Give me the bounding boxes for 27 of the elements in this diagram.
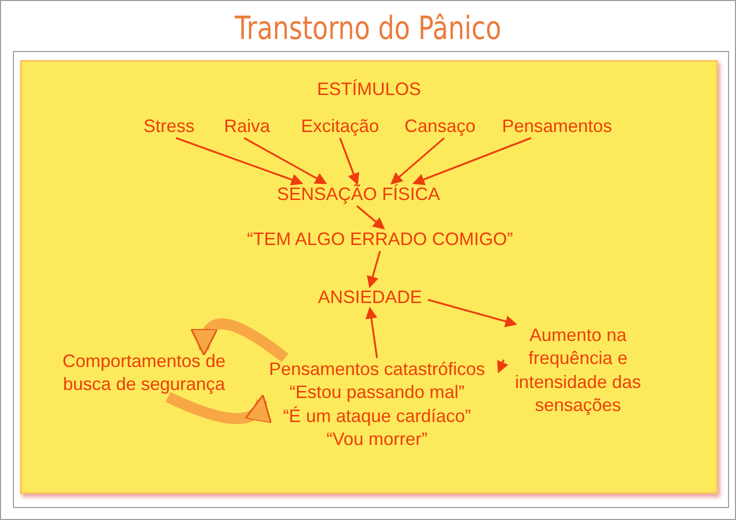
arrow xyxy=(365,306,378,358)
arrow xyxy=(244,137,328,184)
node-text: “Estou passando mal” xyxy=(288,381,466,404)
node-text: “Vou morrer” xyxy=(325,428,429,452)
node-text: Cansaço xyxy=(403,115,477,138)
node-text: Excitação xyxy=(300,115,380,138)
curved-block-arrow xyxy=(166,392,270,425)
node-text: Raiva xyxy=(222,115,272,138)
curved-block-arrow xyxy=(192,318,288,362)
arrow xyxy=(339,138,360,186)
arrow xyxy=(366,250,381,288)
arrow xyxy=(428,298,518,328)
node-text: ANSIEDADE xyxy=(316,286,424,309)
node-text: Aumento na frequência e intensidade das sensações xyxy=(514,324,642,418)
arrow xyxy=(356,205,385,230)
group-heading: ESTÍMULOS xyxy=(316,79,422,100)
node-text: Pensamentos catastróficos xyxy=(268,358,486,381)
node-text: “TEM ALGO ERRADO COMIGO” xyxy=(246,228,514,251)
arrow xyxy=(390,137,445,185)
arrow xyxy=(497,359,508,374)
arrow xyxy=(176,137,304,186)
arrow xyxy=(412,137,532,186)
node-text: “É um ataque cardíaco” xyxy=(282,404,472,428)
node-text: Stress xyxy=(142,115,196,138)
node-text: Comportamentos de busca de segurança xyxy=(61,350,227,396)
diagram-title: Transtorno do Pânico xyxy=(234,9,502,47)
node-text: Pensamentos xyxy=(500,115,614,138)
